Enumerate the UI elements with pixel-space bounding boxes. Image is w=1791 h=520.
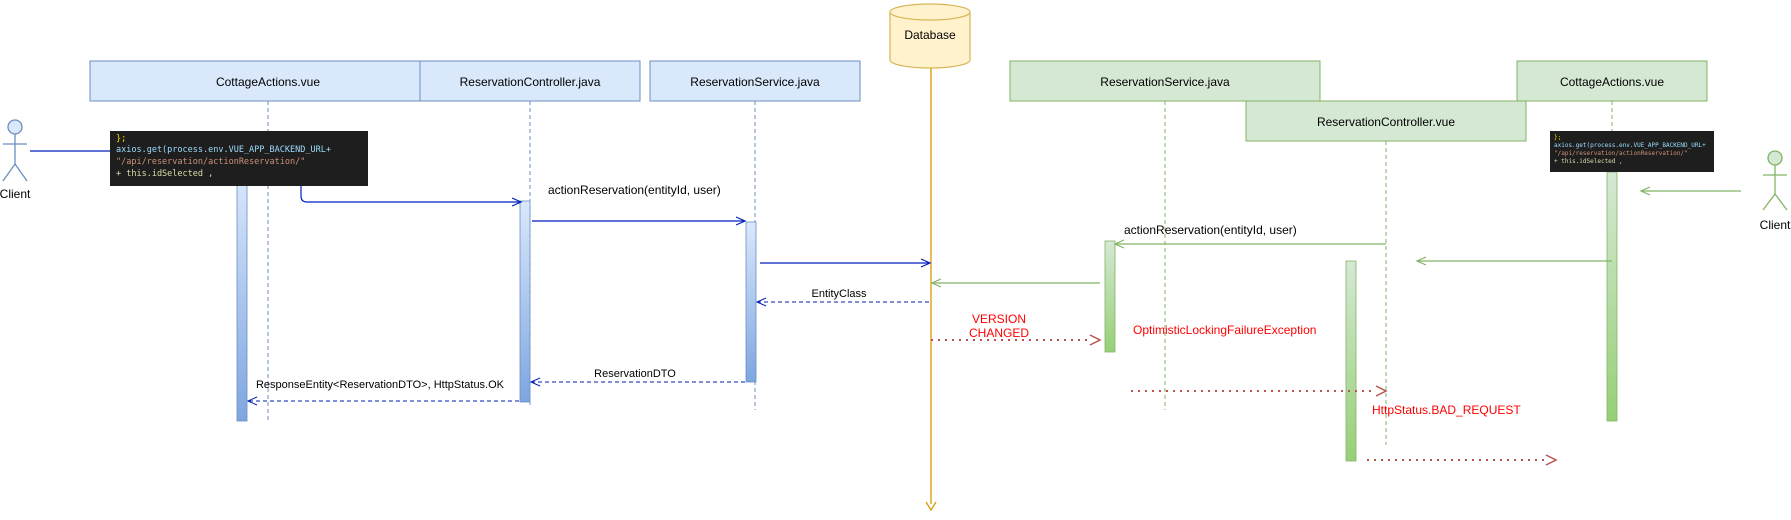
left-participant-reservation-service: ReservationService.java (649, 60, 861, 102)
database-lifeline-arrowhead (925, 501, 937, 512)
svg-text:"/api/reservation/actionReserv: "/api/reservation/actionReservation/" (1554, 150, 1688, 157)
right-message-action-reservation-label: actionReservation(entityId, user) (1124, 223, 1297, 237)
svg-text:CottageActions.vue: CottageActions.vue (1560, 75, 1664, 89)
left-participant-reservation-controller: ReservationController.java (419, 60, 641, 102)
right-code-snippet: }; axios.get(process.env.VUE_APP_BACKEND… (1550, 131, 1714, 172)
left-client-actor (2, 119, 28, 182)
right-activation-reservation-service (1104, 240, 1116, 353)
right-client-actor (1762, 150, 1788, 211)
right-participant-reservation-service: ReservationService.java (1009, 60, 1321, 102)
svg-text:+ this.idSelected ,: + this.idSelected , (1554, 158, 1623, 165)
svg-text:axios.get(process.env.VUE_APP_: axios.get(process.env.VUE_APP_BACKEND_UR… (1554, 142, 1706, 149)
svg-text:+ this.idSelected ,: + this.idSelected , (116, 169, 213, 179)
svg-text:};: }; (1554, 134, 1561, 141)
left-client-label: Client (0, 187, 31, 201)
svg-text:ReservationController.vue: ReservationController.vue (1317, 115, 1455, 129)
left-message-action-reservation-label: actionReservation(entityId, user) (548, 183, 721, 197)
left-request-arrowhead (511, 197, 523, 207)
version-changed-label-line2: CHANGED (969, 326, 1029, 340)
left-request-connector (300, 186, 520, 203)
svg-text:axios.get(process.env.VUE_APP_: axios.get(process.env.VUE_APP_BACKEND_UR… (116, 145, 331, 155)
left-activation-reservation-service (745, 221, 757, 383)
svg-text:};: }; (116, 134, 126, 144)
svg-text:ReservationService.java: ReservationService.java (690, 75, 820, 89)
right-participant-reservation-controller: ReservationController.vue (1245, 100, 1527, 142)
svg-text:ReservationService.java: ReservationService.java (1100, 75, 1230, 89)
left-participant-cottage-actions: CottageActions.vue (89, 60, 421, 102)
right-client-label: Client (1760, 218, 1791, 232)
left-return-entity-class-label: EntityClass (811, 288, 867, 300)
left-return-reservation-dto-label: ReservationDTO (594, 368, 676, 380)
left-return-response-entity-label: ResponseEntity<ReservationDTO>, HttpStat… (256, 379, 505, 391)
left-activation-reservation-controller (519, 200, 531, 403)
right-activation-cottage-actions (1606, 171, 1618, 422)
left-activation-cottage-actions (236, 171, 248, 422)
database-participant: Database (889, 3, 971, 69)
svg-text:CottageActions.vue: CottageActions.vue (216, 75, 320, 89)
svg-text:ReservationController.java: ReservationController.java (460, 75, 601, 89)
left-code-snippet: }; axios.get(process.env.VUE_APP_BACKEND… (110, 131, 368, 186)
version-changed-label-line1: VERSION (972, 312, 1026, 326)
svg-text:"/api/reservation/actionReserv: "/api/reservation/actionReservation/" (116, 157, 305, 167)
database-label: Database (904, 28, 956, 42)
right-activation-reservation-controller (1345, 260, 1357, 462)
exception-label: OptimisticLockingFailureException (1133, 323, 1316, 337)
bad-request-label: HttpStatus.BAD_REQUEST (1372, 403, 1521, 417)
right-participant-cottage-actions: CottageActions.vue (1516, 60, 1708, 102)
